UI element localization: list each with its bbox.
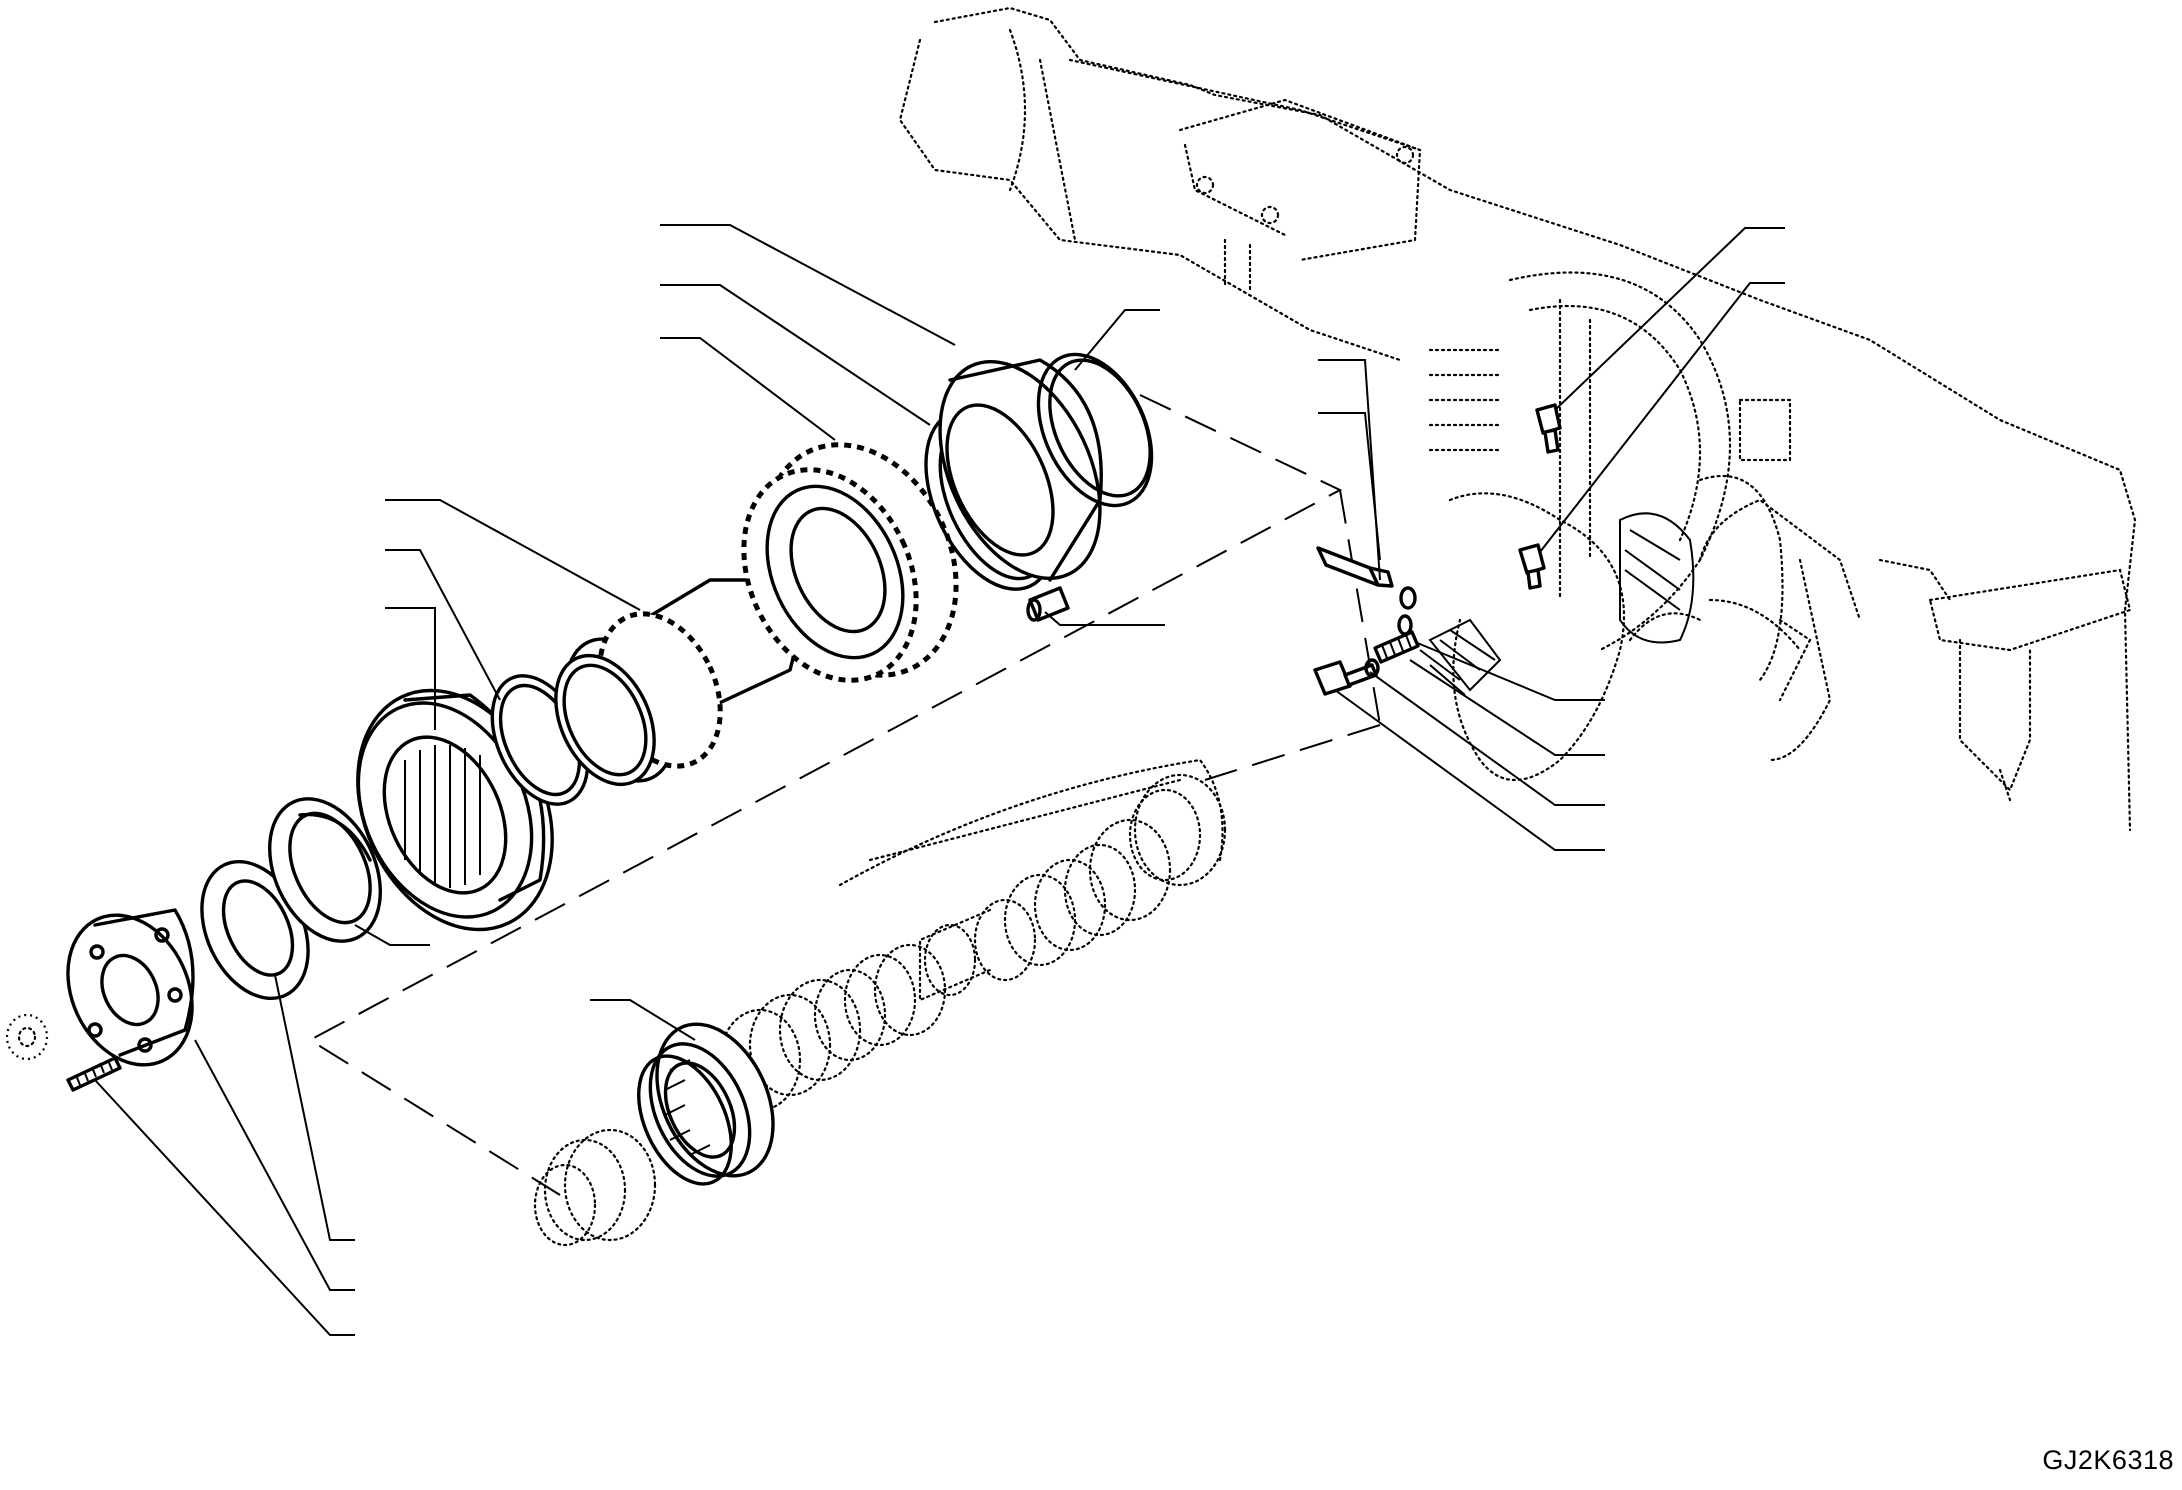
leader-lines: [94, 224, 1785, 1336]
drawing-code: GJ2K6318: [2042, 1445, 2174, 1475]
small-o-ring-2: [1397, 614, 1413, 636]
bearing-snap-ring: [637, 1054, 733, 1186]
stud-bolt: [66, 1056, 122, 1092]
flange-nut: [5, 1013, 49, 1061]
driven-gear: [741, 442, 959, 683]
roller-bearing: [648, 1022, 775, 1178]
dowel-pin: [1026, 586, 1070, 622]
bearing-ring: [267, 797, 383, 943]
output-flange: [66, 908, 195, 1067]
grease-fitting-2: [1518, 543, 1546, 590]
differential-hatch: [1419, 512, 1695, 696]
breather-valve: [1316, 546, 1394, 588]
grease-fitting-1: [1535, 403, 1562, 454]
shaft-assembly-outline: [533, 758, 1227, 1247]
detent-bolt: [1313, 660, 1378, 696]
spring: [1373, 630, 1420, 664]
splined-hub: [554, 578, 799, 787]
small-o-ring-1: [1399, 586, 1417, 610]
small-ball: [1364, 658, 1380, 678]
assembly-centerline: [307, 394, 1381, 1196]
axle-housing-outline: [898, 6, 2137, 832]
o-ring-seal: [1036, 352, 1154, 508]
cover-plate: [938, 358, 1103, 582]
